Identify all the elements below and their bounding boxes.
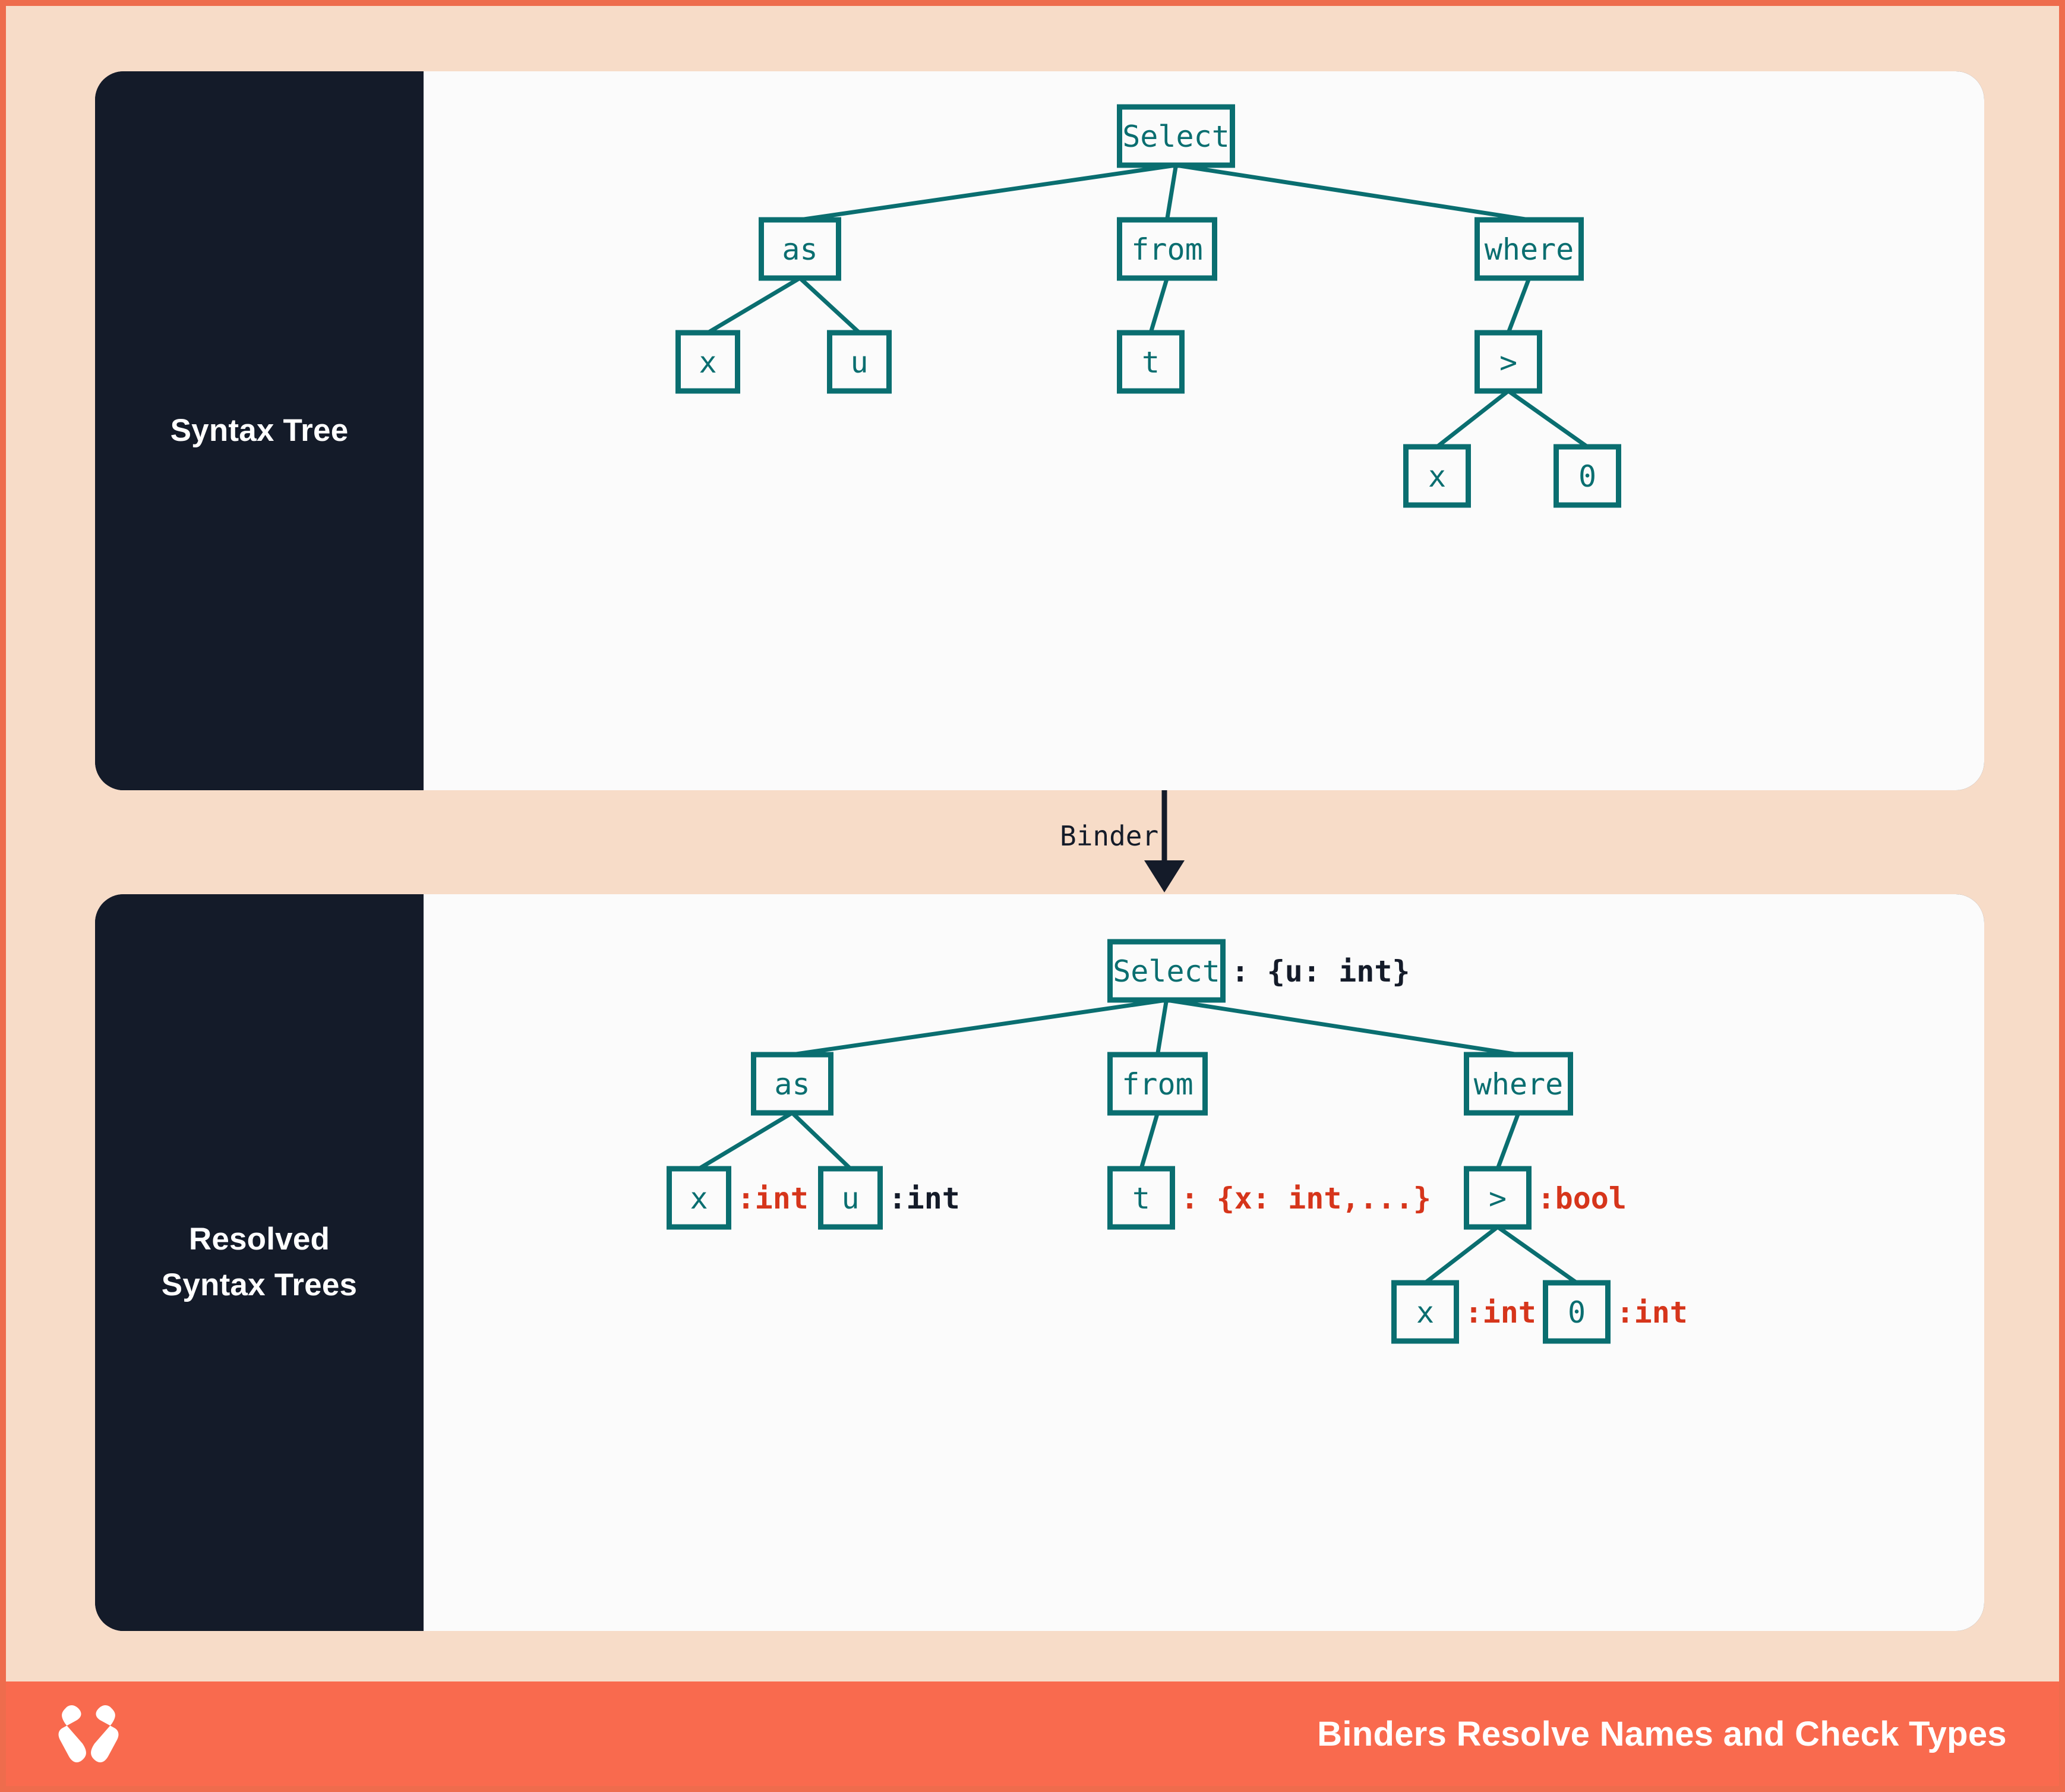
tree-edge [791, 1111, 852, 1171]
tree-node-label: x [690, 1181, 708, 1216]
tree-edge [1496, 1225, 1578, 1285]
tree-node-box [1107, 939, 1226, 1003]
tree-node-box [675, 330, 740, 394]
tree-node-type-annotation: : {x: int,...} [1181, 1181, 1431, 1216]
tree-node-label: > [1489, 1181, 1507, 1216]
resolved-syntax-tree-diagram: Select : {u: int} as from where x :int u :int t : … [667, 939, 1688, 1344]
tree-node-type-annotation: :int [1465, 1295, 1536, 1330]
tree-node-box [1464, 1166, 1532, 1230]
tree-node-as-u[interactable]: u [827, 330, 892, 394]
footer-caption: Binders Resolve Names and Check Types [1317, 1714, 2007, 1753]
tree-node-label: from [1122, 1067, 1193, 1102]
tree-node-label: Select [1113, 954, 1220, 989]
tree-node-box [1107, 1166, 1175, 1230]
tree-node-label: u [841, 1181, 859, 1216]
tree-node-label: 0 [1568, 1295, 1586, 1330]
tree-node-box [1474, 330, 1542, 394]
tree-node-from[interactable]: from [1117, 217, 1217, 281]
tree-edge [798, 276, 861, 335]
tree-node-label: t [1142, 345, 1160, 380]
footer-bar: Binders Resolve Names and Check Types [6, 1681, 2059, 1786]
tree-node-label: from [1131, 232, 1202, 267]
tree-node-gt[interactable]: > [1474, 330, 1542, 394]
tree-node-box [1117, 217, 1217, 281]
tree-edge [799, 163, 1177, 222]
tree-node-label: as [782, 232, 817, 267]
tree-node-where[interactable]: where [1474, 217, 1584, 281]
tree-node-box [1464, 1052, 1573, 1116]
tree-node-box [751, 1052, 833, 1116]
tree-node-label: as [774, 1067, 810, 1102]
tree-node-gt-x[interactable]: x [1403, 444, 1471, 508]
tree-edge [1139, 1112, 1160, 1169]
tree-node-gt-x[interactable]: x :int [1391, 1280, 1536, 1344]
tree-node-box [1474, 217, 1584, 281]
tree-node-where[interactable]: where [1464, 1052, 1573, 1116]
tree-node-gt[interactable]: > :bool [1464, 1166, 1627, 1230]
tree-node-type-annotation: :bool [1537, 1181, 1627, 1216]
tree-node-label: t [1132, 1181, 1150, 1216]
binder-label: Binder [1060, 820, 1159, 852]
binder-arrow-icon [1144, 790, 1185, 892]
tree-node-from[interactable]: from [1107, 1052, 1208, 1116]
tree-node-box [1117, 330, 1185, 394]
panel-syntax-tree: Syntax Tree Select as from where x u t > x 0 [95, 71, 1984, 790]
tree-node-gt-0[interactable]: 0 :int [1543, 1280, 1688, 1344]
tree-node-select[interactable]: Select [1117, 104, 1235, 168]
tree-node-box [1391, 1280, 1459, 1344]
tree-node-label: > [1499, 345, 1517, 380]
tree-node-as[interactable]: as [751, 1052, 833, 1116]
tree-node-label: u [850, 345, 868, 380]
tree-node-box [1554, 444, 1621, 508]
tree-node-box [1403, 444, 1471, 508]
tree-edge [1423, 1225, 1499, 1285]
tree-node-box [1543, 1280, 1611, 1344]
tree-node-as-x[interactable]: x :int [667, 1166, 809, 1230]
tree-node-box [759, 217, 841, 281]
tree-node-box [827, 330, 892, 394]
tree-edge [1507, 389, 1589, 449]
tree-node-type-annotation: : {u: int} [1232, 954, 1410, 989]
tree-edge [1495, 1112, 1521, 1170]
tree-node-box [1107, 1052, 1208, 1116]
tree-node-type-annotation: :int [737, 1181, 809, 1216]
tree-edge [1166, 998, 1519, 1057]
tree-node-box [818, 1166, 883, 1230]
tree-edge [1175, 163, 1530, 222]
tree-node-label: where [1474, 1067, 1564, 1102]
tree-edge [1165, 165, 1178, 220]
tree-node-box [667, 1166, 731, 1230]
tree-node-select[interactable]: Select : {u: int} [1107, 939, 1410, 1003]
tree-node-as[interactable]: as [759, 217, 841, 281]
tree-node-label: where [1485, 232, 1574, 267]
tree-edge [1148, 277, 1169, 334]
tree-edge [1435, 389, 1510, 449]
tree-edge [1155, 999, 1169, 1055]
tree-node-type-annotation: :int [1616, 1295, 1688, 1330]
tree-node-type-annotation: :int [889, 1181, 960, 1216]
syntax-tree-diagram: Select as from where x u t > x 0 [675, 104, 1621, 508]
tree-node-as-u[interactable]: u :int [818, 1166, 960, 1230]
butterfly-x-logo-icon [58, 1705, 119, 1763]
tree-node-as-x[interactable]: x [675, 330, 740, 394]
tree-edge [697, 1110, 794, 1171]
tree-node-label: x [699, 345, 716, 380]
tree-node-label: x [1416, 1295, 1434, 1330]
panel-label-syntax-tree: Syntax Tree [95, 71, 424, 790]
tree-node-label: Select [1122, 119, 1230, 154]
tree-node-from-t[interactable]: t : {x: int,...} [1107, 1166, 1431, 1230]
tree-canvas-resolved-syntax-trees: Select : {u: int} as from where x :int u :int t : … [424, 894, 1984, 1631]
tree-node-gt-0[interactable]: 0 [1554, 444, 1621, 508]
tree-edge [791, 998, 1167, 1057]
tree-edge [1506, 277, 1532, 334]
tree-node-box [1117, 104, 1235, 168]
tree-canvas-syntax-tree: Select as from where x u t > x 0 [424, 71, 1984, 790]
tree-node-label: 0 [1578, 459, 1596, 494]
tree-node-from-t[interactable]: t [1117, 330, 1185, 394]
tree-node-label: x [1428, 459, 1446, 494]
tree-edge [706, 276, 801, 335]
binder-connector: Binder [897, 790, 1432, 897]
